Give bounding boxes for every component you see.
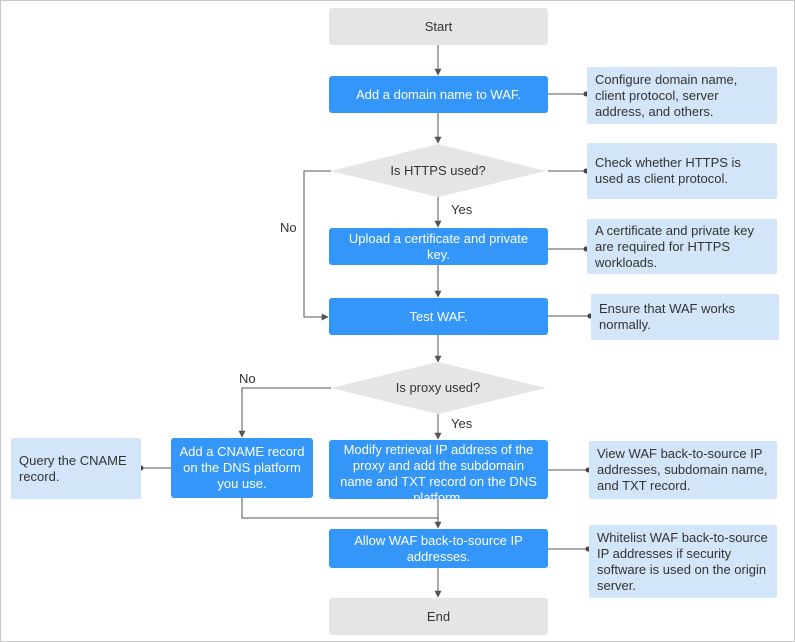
note-view-addresses: View WAF back-to-source IP addresses, su… [589, 441, 777, 499]
note-configure-domain: Configure domain name, client protocol, … [587, 67, 777, 124]
https-decision-label: Is HTTPS used? [390, 163, 486, 178]
note-check-https: Check whether HTTPS is used as client pr… [587, 143, 777, 199]
start-node: Start [329, 8, 548, 45]
proxy-decision-diamond [331, 362, 546, 414]
add-cname-step: Add a CNAME record on the DNS platform y… [171, 438, 313, 498]
allow-back-to-source-step: Allow WAF back-to-source IP addresses. [329, 529, 548, 568]
end-node: End [329, 598, 548, 635]
note-ensure-works: Ensure that WAF works normally. [591, 294, 779, 340]
proxy-decision-label: Is proxy used? [395, 380, 481, 395]
test-waf-step: Test WAF. [329, 298, 548, 335]
arrow-proxy-no-to-cname [238, 387, 331, 438]
note-query-cname: Query the CNAME record. [11, 438, 141, 499]
line-cname-to-join [241, 498, 438, 519]
proxy-no-label: No [239, 371, 256, 386]
https-decision-diamond [331, 144, 546, 197]
add-domain-step: Add a domain name to WAF. [329, 76, 548, 113]
note-certificate-required: A certificate and private key are requir… [587, 219, 777, 274]
proxy-yes-label: Yes [451, 416, 473, 431]
modify-retrieval-ip-step: Modify retrieval IP address of the proxy… [329, 440, 548, 499]
https-no-label: No [280, 220, 297, 235]
arrow-https-no-to-test [303, 170, 331, 321]
upload-certificate-step: Upload a certificate and private key. [329, 228, 548, 265]
https-yes-label: Yes [451, 202, 473, 217]
note-whitelist: Whitelist WAF back-to-source IP addresse… [589, 525, 777, 598]
